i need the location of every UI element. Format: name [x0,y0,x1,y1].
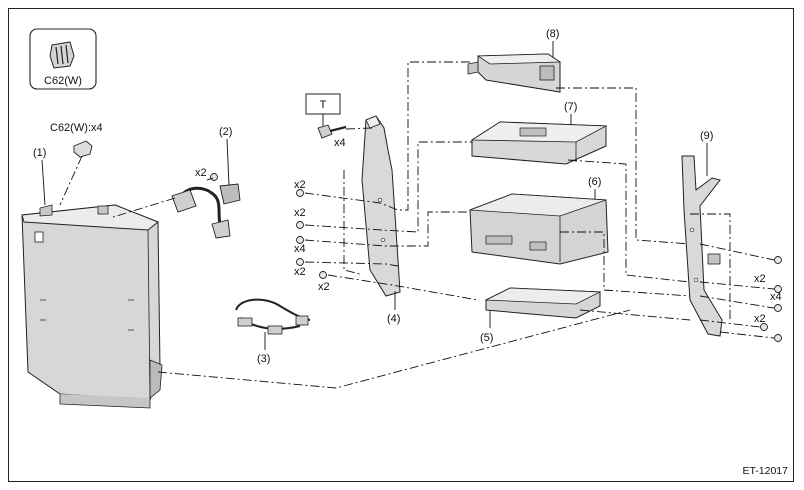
qty-left-1: x2 [294,179,306,191]
qty-left-4: x2 [294,266,306,278]
screw-icon [774,304,782,312]
screw-icon [296,189,304,197]
torque-label: T [320,99,327,111]
part-label-3: (3) [257,353,270,365]
torque-bolt-icon [317,124,347,139]
connector-callout-label: C62(W):x4 [50,122,103,134]
torque-box: T [305,93,341,115]
part-9-bracket [681,155,723,337]
connector-legend-box: C62(W) [29,28,97,90]
screw-icon [296,236,304,244]
part-label-2: (2) [219,126,232,138]
part-5-unit [484,287,602,319]
screw-icon [774,285,782,293]
qty-right-2: x4 [770,291,782,303]
part-label-7: (7) [564,101,577,113]
qty-torque-bolt: x4 [334,137,346,149]
part-7-unit [470,121,608,165]
figure-id: ET-12017 [742,465,788,477]
part-label-4: (4) [387,313,400,325]
part-8-unit [467,53,562,93]
part-label-8: (8) [546,28,559,40]
connector-callout-dashline [59,155,83,206]
part-6-unit [469,193,609,265]
screw-icon [774,334,782,342]
qty-left-5: x2 [318,281,330,293]
part-3-harness [235,298,311,335]
leader-2 [226,138,230,187]
screw-icon [206,173,218,181]
part-label-5: (5) [480,332,493,344]
screw-icon [760,323,768,331]
qty-left-3: x4 [294,243,306,255]
part-label-9: (9) [700,130,713,142]
qty-right-3: x2 [754,313,766,325]
part-label-1: (1) [33,147,46,159]
connector-legend-code: C62(W) [44,75,82,87]
screw-icon [296,258,304,266]
screw-icon [296,221,304,229]
part-4-bracket [361,115,401,297]
part-2-harness [171,183,241,239]
part-label-6: (6) [588,176,601,188]
part-1-panel [21,204,163,409]
connector-clip-icon [49,41,75,69]
connector-clip-part [73,140,93,158]
leader-1 [41,159,46,206]
screw-icon [774,256,782,264]
qty-right-1: x2 [754,273,766,285]
screw-icon [319,271,327,279]
harness-dashline [109,197,176,219]
qty-left-2: x2 [294,207,306,219]
qty-p2-screw: x2 [195,167,207,179]
